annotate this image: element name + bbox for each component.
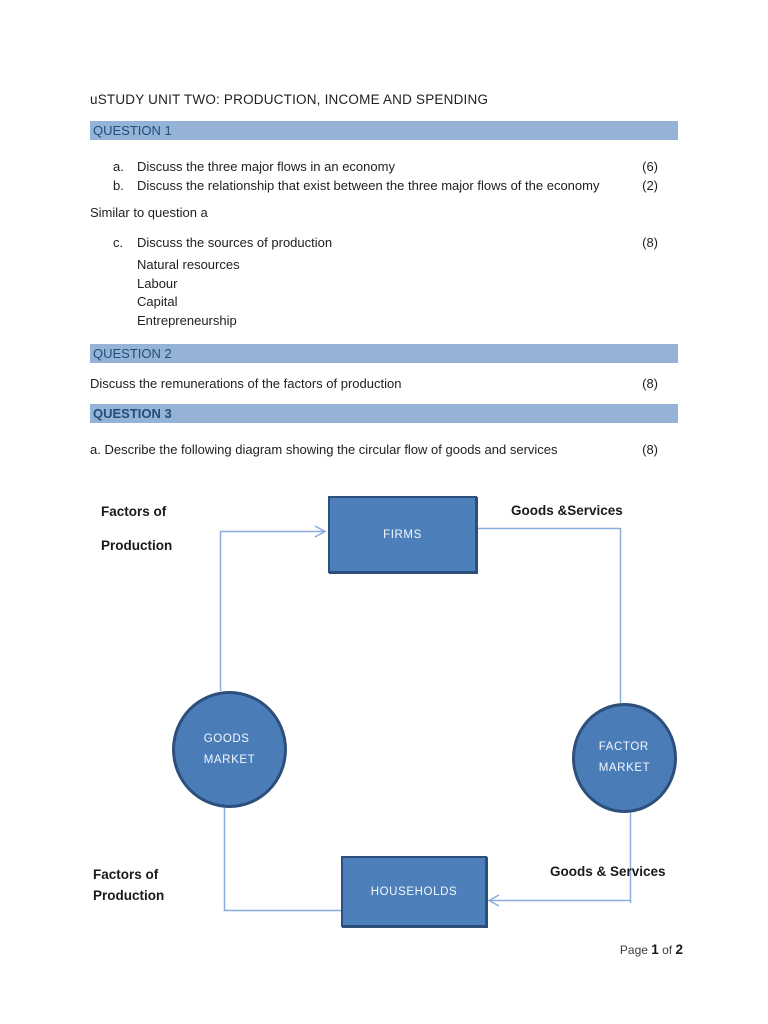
goods-market-circle: GOODS MARKET bbox=[172, 691, 287, 808]
question-1-item-b: b. Discuss the relationship that exist b… bbox=[90, 178, 658, 194]
question-1-header: QUESTION 1 bbox=[90, 121, 678, 140]
item-letter: b. bbox=[113, 178, 124, 193]
factor-market-circle: FACTOR MARKET bbox=[572, 703, 677, 813]
item-marks: (6) bbox=[642, 159, 658, 174]
question-1-item-c: c. Discuss the sources of production (8) bbox=[90, 235, 658, 251]
item-text: Discuss the three major flows in an econ… bbox=[137, 159, 395, 174]
current-page-number: 1 bbox=[651, 942, 659, 957]
item-marks: (2) bbox=[642, 178, 658, 193]
label-factors-of-production-top: Factors of Production bbox=[101, 504, 173, 553]
sub-item-capital: Capital bbox=[137, 294, 178, 309]
question-1-note: Similar to question a bbox=[90, 205, 208, 220]
question-2-text: Discuss the remunerations of the factors… bbox=[90, 376, 658, 391]
arrowhead-left-icon bbox=[487, 894, 500, 907]
households-box: HOUSEHOLDS bbox=[341, 856, 487, 927]
sub-item-entrepreneurship: Entrepreneurship bbox=[137, 313, 237, 328]
label-factors-of-production-bottom: Factors of Production bbox=[93, 867, 165, 903]
firms-box: FIRMS bbox=[328, 496, 477, 573]
item-letter: c. bbox=[113, 235, 124, 250]
page-title: uSTUDY UNIT TWO: PRODUCTION, INCOME AND … bbox=[90, 92, 489, 107]
item-marks: (8) bbox=[642, 235, 658, 250]
question-3-text: a. Describe the following diagram showin… bbox=[90, 442, 658, 457]
question-1-item-a: a. Discuss the three major flows in an e… bbox=[90, 159, 658, 175]
question-2-header: QUESTION 2 bbox=[90, 344, 678, 363]
label-goods-and-services-top: Goods &Services bbox=[511, 503, 623, 518]
sub-item-natural-resources: Natural resources bbox=[137, 257, 240, 272]
total-page-number: 2 bbox=[675, 942, 683, 957]
question-3-header: QUESTION 3 bbox=[90, 404, 678, 423]
arrowhead-right-icon bbox=[314, 525, 327, 538]
item-letter: a. bbox=[113, 159, 124, 174]
page-number-footer: Page 1 of 2 bbox=[619, 942, 683, 957]
item-text: Discuss the sources of production bbox=[137, 235, 333, 250]
item-text: Discuss the relationship that exist betw… bbox=[137, 178, 600, 193]
label-goods-and-services-bottom: Goods & Services bbox=[550, 864, 666, 879]
item-marks: (8) bbox=[642, 376, 658, 391]
sub-item-labour: Labour bbox=[137, 276, 178, 291]
item-marks: (8) bbox=[642, 442, 658, 457]
